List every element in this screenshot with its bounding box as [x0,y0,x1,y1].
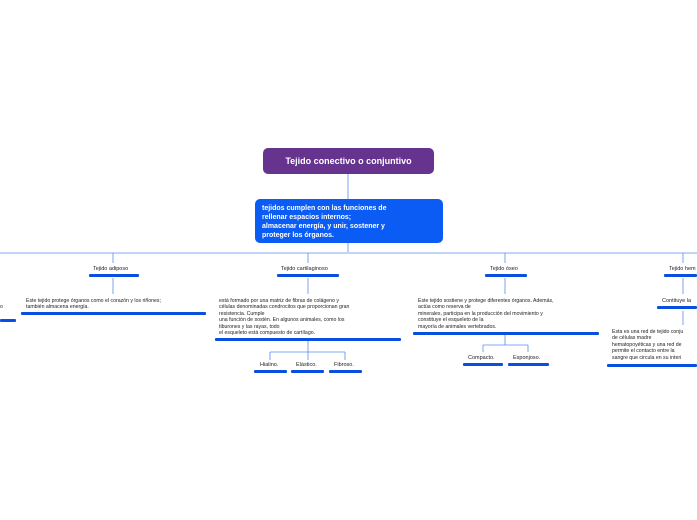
topic-tejido-cartilaginoso[interactable]: Tejido cartilaginoso [281,266,328,272]
child-elastico-bar [291,370,324,373]
child-esponjoso-bar [508,363,549,366]
left-edge-bar [0,319,16,322]
adiposo-description[interactable]: Este tejido protege órganos como el cora… [26,298,161,311]
topic-cartilaginoso-bar [277,274,339,277]
hema-description-bar [607,364,697,367]
hema-subtopic-bar [657,306,697,309]
topic-tejido-hematopoyetico[interactable]: Tejido hem [669,266,696,272]
topic-hema-bar [664,274,697,277]
adiposo-description-bar [21,312,206,315]
topic-adiposo-bar [89,274,139,277]
child-compacto-bar [463,363,503,366]
child-hialino[interactable]: Hialino. [260,362,279,368]
child-fibroso-bar [329,370,362,373]
cartilaginoso-description[interactable]: está formado por una matriz de fibras de… [219,298,350,337]
child-hialino-bar [254,370,287,373]
hema-subtopic[interactable]: Contituye la [662,298,692,304]
topic-tejido-adiposo[interactable]: Tejido adiposo [93,266,129,272]
oseo-description[interactable]: Este tejido sostiene y protege diferente… [418,298,554,330]
link-oseo-children [482,335,529,352]
hema-description[interactable]: Esta es una red de tejido conju de célul… [612,329,684,361]
definition-node[interactable]: tejidos cumplen con las funciones de rel… [255,199,443,243]
oseo-description-bar [413,332,599,335]
root-label: Tejido conectivo o conjuntivo [285,156,412,166]
child-fibroso[interactable]: Fibroso. [334,362,354,368]
child-esponjoso[interactable]: Esponjoso. [513,355,541,361]
topic-tejido-oseo[interactable]: Tejido óseo [490,266,518,272]
topic-oseo-bar [485,274,527,277]
child-elastico[interactable]: Elástico. [296,362,317,368]
root-node[interactable]: Tejido conectivo o conjuntivo [263,148,434,174]
link-cartilaginoso-children [269,341,346,360]
left-edge-text: o [0,304,3,310]
cartilaginoso-description-bar [215,338,401,341]
child-compacto[interactable]: Compacto. [468,355,495,361]
